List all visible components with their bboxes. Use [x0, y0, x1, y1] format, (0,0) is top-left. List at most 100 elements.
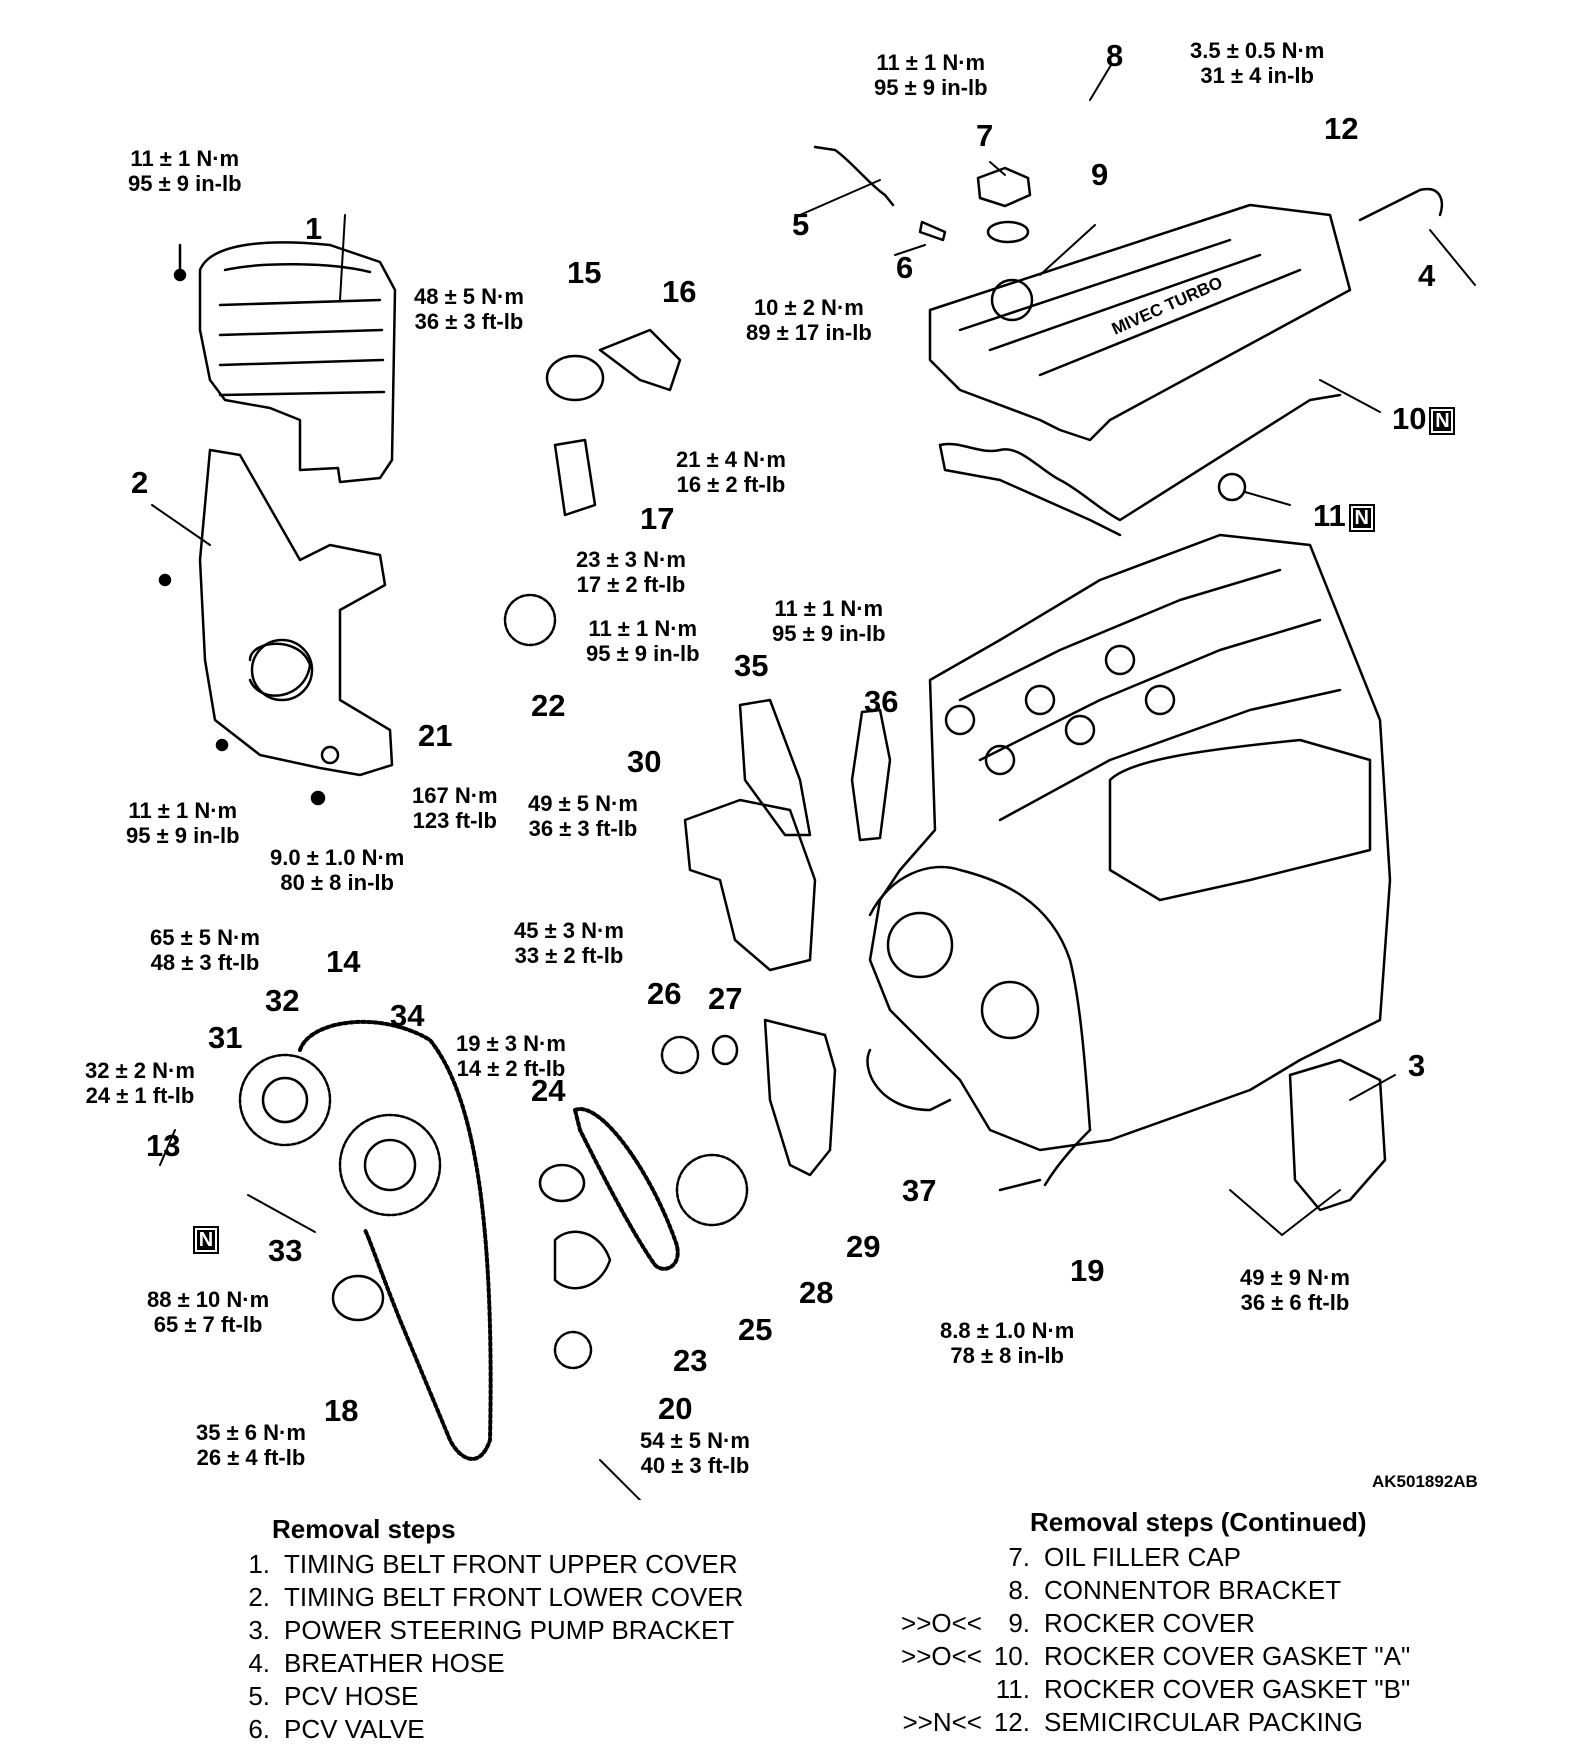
removal-step: >>N<<12.SEMICIRCULAR PACKING: [902, 1707, 1363, 1737]
part-number: 8: [1106, 38, 1124, 73]
part-number: 27: [708, 981, 743, 1016]
balance-belt-part: [573, 1107, 680, 1271]
removal-step: 7.OIL FILLER CAP: [1008, 1542, 1241, 1572]
part-number: 31: [208, 1020, 243, 1055]
removal-step: 2.TIMING BELT FRONT LOWER COVER: [248, 1582, 744, 1612]
removal-step: 5.PCV HOSE: [248, 1681, 419, 1711]
removal-steps-continued: Removal steps (Continued) 7.OIL FILLER C…: [874, 1506, 1410, 1739]
part-number: 12: [1324, 111, 1359, 146]
part-number: 18: [324, 1393, 359, 1428]
breather-hose-part: [1358, 187, 1444, 222]
figure-id: AK501892AB: [1372, 1472, 1478, 1491]
part-number: 23: [673, 1343, 708, 1378]
part-number: 28: [799, 1275, 834, 1310]
removal-steps-continued-title: Removal steps (Continued): [1030, 1507, 1367, 1537]
pcv-valve-part: [918, 220, 947, 242]
sprocket-28: [675, 1153, 749, 1227]
part-number: 29: [846, 1229, 881, 1264]
removal-step: 4.BREATHER HOSE: [248, 1648, 505, 1678]
timing-belt-part: [298, 1019, 493, 1461]
oil-filler-cap-part: [976, 166, 1032, 244]
part-number: 17: [640, 501, 675, 536]
removal-step: >>O<<9.ROCKER COVER: [901, 1608, 1255, 1638]
bracket-30: [683, 798, 817, 972]
part-number: 15: [567, 255, 602, 290]
part-number: 16: [662, 274, 697, 309]
part-number: 35: [734, 648, 769, 683]
part-number: 9: [1091, 157, 1109, 192]
part-number: 3: [1408, 1048, 1426, 1083]
new-part-marker: N: [1348, 503, 1375, 532]
engine-block: [866, 533, 1392, 1152]
removal-step: 8.CONNENTOR BRACKET: [1008, 1575, 1342, 1605]
new-part-marker: N: [193, 1225, 219, 1254]
rocker-gasket-part: [938, 393, 1342, 537]
part-number: 22: [531, 688, 566, 723]
part-number: 33: [268, 1233, 303, 1268]
pcv-hose-part: [813, 145, 895, 207]
cam-sprocket-intake: [338, 1113, 442, 1217]
part-number: 34: [390, 998, 425, 1033]
part-number: 6: [896, 250, 914, 285]
removal-step: >>O<<10.ROCKER COVER GASKET "A": [901, 1641, 1411, 1671]
part-number: 4: [1418, 258, 1436, 293]
part-number: 19: [1070, 1253, 1105, 1288]
part-number: 7: [976, 118, 994, 153]
part-number: 24: [531, 1073, 566, 1108]
part-number: 1: [305, 211, 323, 246]
part-number: 13: [146, 1128, 181, 1163]
removal-steps-title: Removal steps: [272, 1514, 456, 1544]
part-number: 5: [792, 207, 810, 242]
part-number: 2: [131, 465, 149, 500]
sprocket-22: [503, 593, 557, 647]
removal-step: 11.ROCKER COVER GASKET "B": [995, 1674, 1411, 1704]
removal-steps: Removal steps 1.TIMING BELT FRONT UPPER …: [222, 1513, 743, 1746]
part-number: 21: [418, 718, 453, 753]
part-number: 14: [326, 944, 361, 979]
lower-cover-part: [158, 448, 394, 806]
upper-cover-part: [173, 241, 397, 484]
gasket-b-part: [1217, 472, 1247, 502]
part-number: 26: [647, 976, 682, 1011]
removal-step: 6.PCV VALVE: [248, 1714, 425, 1744]
part-number: 32: [265, 983, 300, 1018]
exploded-view-diagram: MIVEC TURBO: [151, 64, 1476, 1500]
cam-sprocket-exhaust: [238, 1053, 332, 1147]
rocker-cover-part: MIVEC TURBO: [928, 203, 1352, 442]
removal-step: 1.TIMING BELT FRONT UPPER COVER: [248, 1549, 738, 1579]
part-number: 25: [738, 1312, 773, 1347]
part-number: 30: [627, 744, 662, 779]
part-number: 37: [902, 1173, 937, 1208]
new-part-marker: N: [1429, 406, 1456, 435]
ps-pump-bracket: [1288, 1058, 1387, 1212]
new-part-box: N: [190, 1222, 219, 1254]
part-number: 20: [658, 1391, 693, 1426]
idler-pulley: [331, 1274, 385, 1322]
tensioner-pulley: [545, 354, 605, 402]
part-number: 36: [864, 684, 899, 719]
